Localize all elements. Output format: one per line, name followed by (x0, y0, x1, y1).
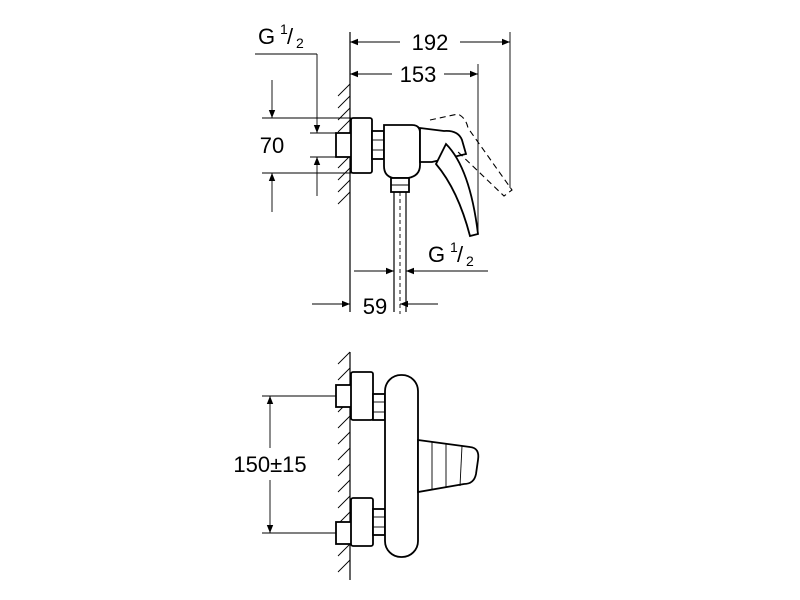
inlet-stub (335, 132, 353, 158)
thread-label-inlet: G 1 / 2 (258, 21, 304, 51)
svg-text:G: G (428, 242, 445, 267)
handle-line-3 (459, 445, 463, 487)
mixer-body-front (384, 374, 419, 558)
handle-front (417, 438, 480, 494)
escutcheon-side (350, 117, 373, 174)
svg-text:2: 2 (296, 35, 304, 51)
lower-nut (372, 508, 386, 536)
svg-text:G: G (258, 24, 275, 49)
svg-text:1: 1 (280, 21, 288, 37)
front-view: 150±15 (233, 351, 480, 580)
lower-escutcheon (350, 497, 374, 547)
dim-153-label: 153 (400, 62, 437, 87)
side-view: 192 153 G 1 / 2 70 G 1 / 2 (255, 21, 513, 319)
upper-inlet-stub (335, 384, 353, 408)
nut-side (371, 130, 385, 160)
svg-text:2: 2 (466, 253, 474, 269)
svg-text:1: 1 (450, 239, 458, 255)
dim-150-label: 150±15 (233, 452, 306, 477)
dim-192-label: 192 (412, 30, 449, 55)
upper-escutcheon (350, 371, 374, 421)
dim-59-label: 59 (363, 294, 387, 319)
svg-text:/: / (457, 242, 464, 267)
upper-nut (372, 393, 386, 421)
mixer-body-side (383, 124, 421, 179)
dim-70-label: 70 (260, 133, 284, 158)
svg-text:/: / (287, 24, 294, 49)
thread-label-outlet: G 1 / 2 (428, 239, 474, 269)
lower-inlet-stub (335, 521, 353, 545)
lever-side (434, 142, 479, 238)
